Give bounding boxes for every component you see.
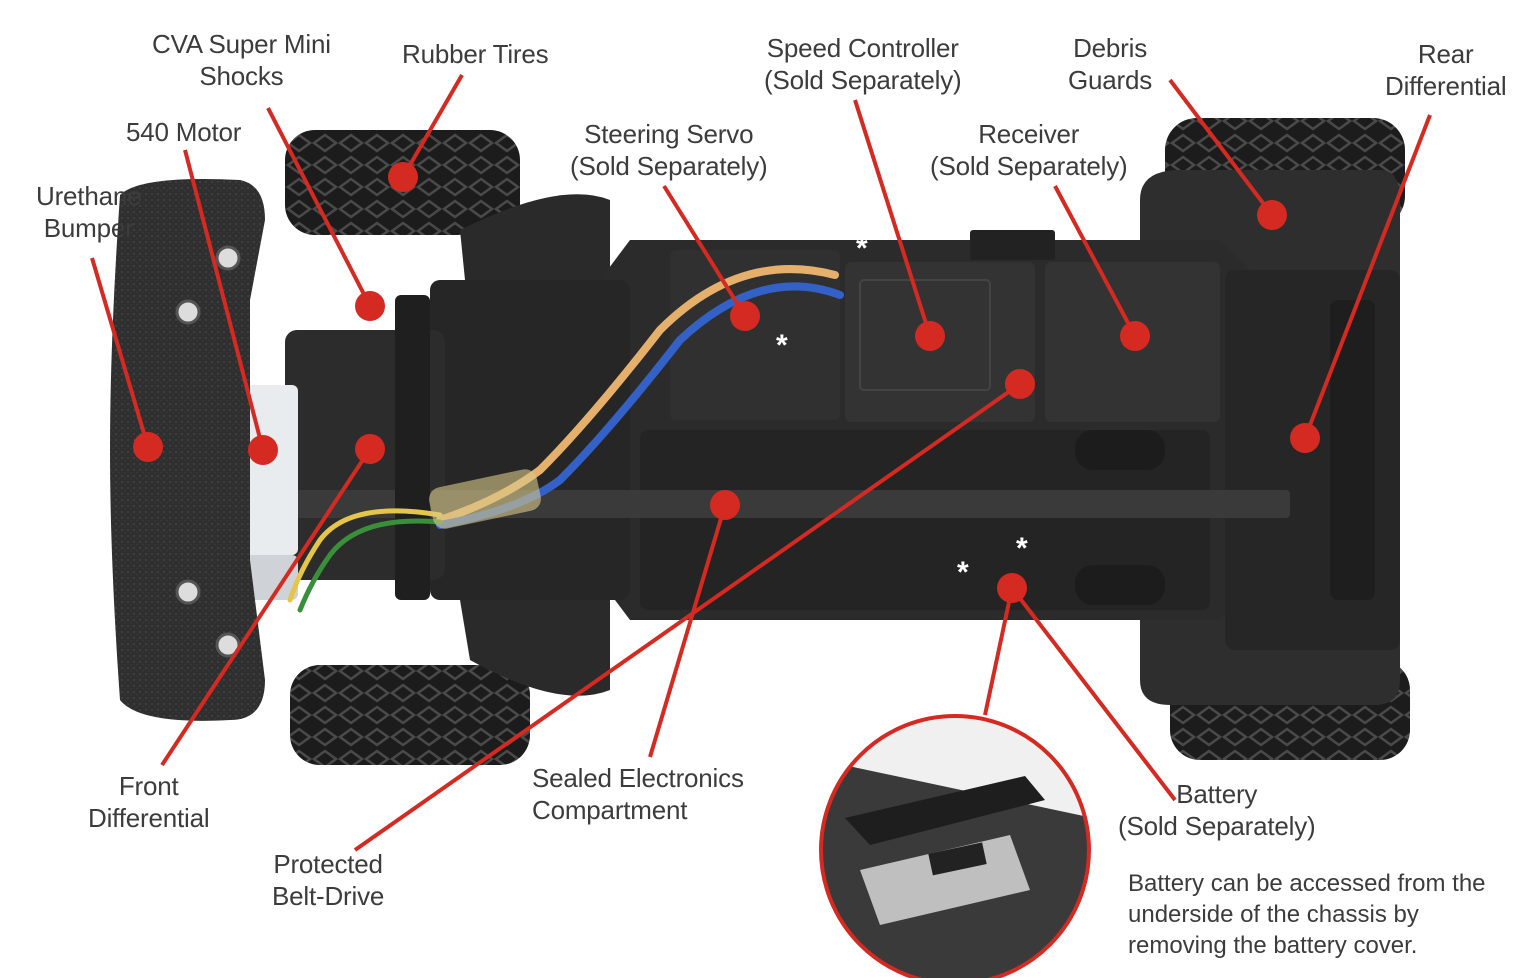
callout-dot-receiver: [1120, 321, 1150, 351]
label-battery: Battery (Sold Separately): [1118, 779, 1316, 841]
label-sealed-electronics: Sealed Electronics Compartment: [532, 763, 744, 825]
svg-text:*: *: [389, 644, 401, 677]
callout-dot-540-motor: [248, 435, 278, 465]
label-receiver: Receiver (Sold Separately): [930, 119, 1128, 181]
battery-access-note: Battery can be accessed from the undersi…: [1128, 870, 1486, 959]
callout-dot-cva-shocks: [355, 291, 385, 321]
callout-dot-speed-controller: [915, 321, 945, 351]
callout-dot-sealed-electronics: [710, 490, 740, 520]
svg-text:*: *: [957, 556, 969, 589]
callout-dot-urethane-bumper: [133, 432, 163, 462]
label-rear-differential: Rear Differential: [1385, 39, 1507, 101]
label-steering-servo: Steering Servo (Sold Separately): [570, 119, 768, 181]
label-cva-shocks: CVA Super Mini Shocks: [152, 29, 331, 91]
label-urethane-bumper: Urethane Bumper: [36, 181, 142, 243]
callout-dot-rear-differential: [1290, 423, 1320, 453]
callout-dot-steering-servo: [730, 301, 760, 331]
front-right-tire: [290, 665, 530, 765]
callout-lines: [90, 73, 1432, 852]
callout-dot-front-differential: [355, 434, 385, 464]
callout-dot-belt-drive: [1005, 369, 1035, 399]
svg-text:*: *: [856, 232, 868, 265]
label-debris-guards: Debris Guards: [1068, 33, 1153, 95]
motor-wires: [287, 265, 844, 613]
svg-text:*: *: [1016, 532, 1028, 565]
svg-text:*: *: [776, 329, 788, 362]
callout-dots: [133, 162, 1320, 603]
label-rubber-tires: Rubber Tires: [402, 39, 549, 69]
callout-dot-rubber-tires: [388, 162, 418, 192]
battery-inset: [819, 714, 1091, 978]
label-speed-controller: Speed Controller (Sold Separately): [764, 33, 962, 95]
label-front-differential: Front Differential: [88, 771, 210, 833]
label-protected-belt-drive: Protected Belt-Drive: [272, 849, 385, 911]
callout-dot-debris-guards: [1257, 200, 1287, 230]
label-540-motor: 540 Motor: [126, 117, 242, 147]
callout-dot-battery: [997, 573, 1027, 603]
asterisk-marks: * * * * *: [389, 232, 1028, 677]
chassis-tub: [600, 230, 1260, 620]
urethane-bumper: [110, 179, 265, 721]
